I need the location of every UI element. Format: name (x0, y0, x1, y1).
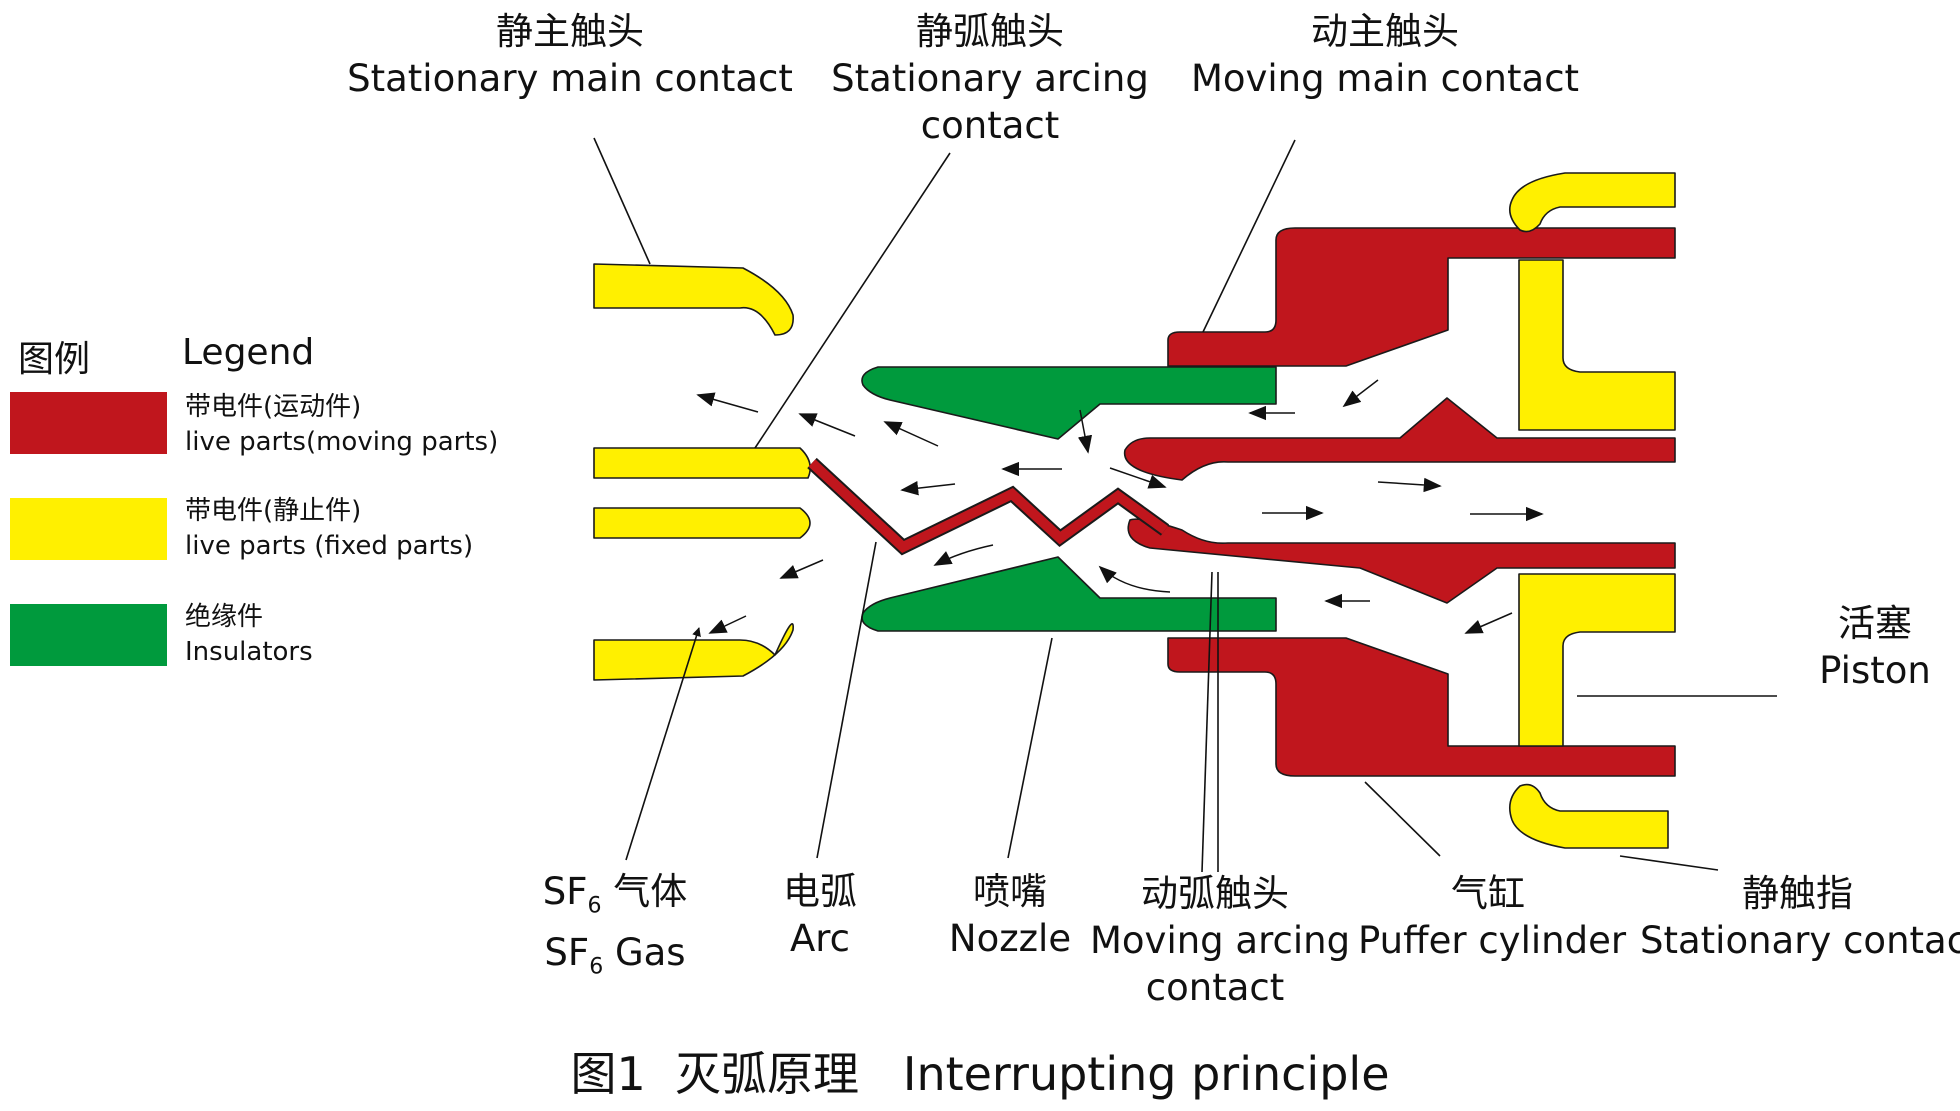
label-en: Arc (789, 917, 851, 960)
label-stationary-contact: 静触指 Stationary contact (1640, 870, 1960, 964)
label-zh: 静主触头 (496, 10, 644, 53)
nozzle-lower (861, 556, 1277, 632)
label-moving-main-contact: 动主触头 Moving main contact (1185, 8, 1585, 102)
label-en: Stationary contact (1640, 919, 1960, 962)
moving-main-contact-lower (1167, 637, 1676, 777)
label-nozzle: 喷嘴 Nozzle (935, 868, 1085, 962)
sf6-prefix: SF (542, 870, 588, 913)
arc-core (808, 459, 1168, 553)
leader-lines (593, 137, 1777, 873)
legend-item-zh: 带电件(运动件) (185, 392, 362, 422)
legend-swatch-fixed (10, 498, 167, 560)
nozzle-upper (861, 366, 1277, 440)
label-en: Puffer cylinder (1358, 919, 1627, 962)
legend-item-en: live parts(moving parts) (185, 427, 499, 457)
label-en: SF6 Gas (520, 929, 710, 990)
legend-title-zh: 图例 (18, 339, 91, 380)
stationary-contact-lower (1509, 783, 1669, 849)
legend-item-fixed: 带电件(静止件) live parts (fixed parts) (185, 494, 473, 564)
label-zh: SF6 气体 (520, 868, 710, 929)
label-zh: 动弧触头 (1141, 872, 1289, 915)
sf6-en-sub: 6 (589, 954, 604, 980)
label-moving-arcing-contact: 动弧触头 Moving arcing contact (1090, 870, 1351, 1011)
legend-item-insulator: 绝缘件 Insulators (185, 600, 313, 670)
label-sf6-gas: SF6 气体 SF6 Gas (520, 868, 710, 991)
piston-lower (1518, 573, 1676, 747)
stationary-main-contact-lower (593, 623, 794, 681)
label-zh: 喷嘴 (973, 870, 1047, 913)
label-zh: 动主触头 (1311, 10, 1459, 53)
gas-flow-arrows (696, 379, 1544, 634)
moving-arcing-contact-upper (1123, 397, 1676, 481)
stationary-arcing-contact-lower (593, 507, 811, 539)
moving-main-contact-upper (1167, 227, 1676, 367)
sf6-en-prefix: SF (544, 931, 590, 975)
label-en: Nozzle (948, 917, 1072, 960)
sf6-sub: 6 (587, 893, 602, 919)
label-en: Piston (1819, 649, 1931, 692)
legend-title-en: Legend (182, 332, 315, 373)
label-piston: 活塞 Piston (1795, 600, 1955, 694)
label-en-line1: Moving arcing (1090, 919, 1351, 962)
label-zh: 静触指 (1742, 872, 1853, 915)
label-arc: 电弧 Arc (760, 868, 880, 962)
legend-swatch-moving (10, 392, 167, 454)
label-en-line2: contact (1145, 966, 1285, 1009)
legend-item-zh: 带电件(静止件) (185, 496, 362, 526)
label-zh: 活塞 (1838, 602, 1912, 645)
legend-swatch-insulator (10, 604, 167, 666)
label-en-line2: contact (920, 104, 1060, 147)
legend-item-zh: 绝缘件 (185, 602, 264, 632)
label-puffer-cylinder: 气缸 Puffer cylinder (1358, 870, 1627, 964)
legend-item-en: Insulators (185, 637, 313, 667)
stationary-arcing-contact-upper (593, 447, 811, 479)
label-en: Moving main contact (1190, 57, 1580, 100)
label-en: Stationary main contact (347, 57, 793, 100)
label-zh: 静弧触头 (916, 10, 1064, 53)
stationary-main-contact-upper (593, 263, 794, 336)
label-en-line1: Stationary arcing (831, 57, 1149, 100)
sf6-en-suffix: Gas (603, 931, 686, 975)
legend-item-en: live parts (fixed parts) (185, 531, 474, 561)
piston-upper (1518, 259, 1676, 431)
stationary-contact-upper (1509, 172, 1676, 233)
label-zh: 气缸 (1451, 872, 1525, 915)
sf6-suffix: 气体 (601, 870, 688, 913)
label-stationary-arcing-contact: 静弧触头 Stationary arcing contact (820, 8, 1160, 149)
label-zh: 电弧 (783, 870, 857, 913)
legend-item-moving: 带电件(运动件) live parts(moving parts) (185, 390, 498, 460)
label-stationary-main-contact: 静主触头 Stationary main contact (340, 8, 800, 102)
figure-caption: 图1 灭弧原理 Interrupting principle (570, 1047, 1390, 1101)
